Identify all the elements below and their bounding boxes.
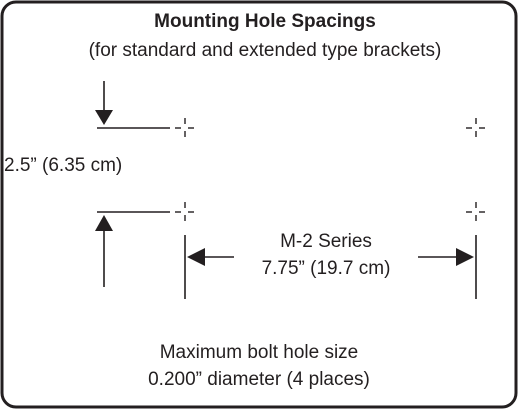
vertical-dimension-bottom [95, 211, 170, 287]
hole-mark-top-right [466, 118, 485, 137]
vertical-dimension-top [95, 81, 170, 129]
bolt-note-line-1: Maximum bolt hole size [160, 342, 359, 363]
right-arrow-head [456, 248, 474, 266]
hole-mark-top-left [175, 118, 194, 137]
diagram-subtitle: (for standard and extended type brackets… [89, 40, 442, 61]
bottom-arrow-head [95, 215, 113, 231]
horizontal-spacing-label: 7.75” (19.7 cm) [262, 258, 391, 279]
diagram-title: Mounting Hole Spacings [154, 11, 376, 32]
vertical-spacing-label: 2.5” (6.35 cm) [4, 155, 122, 176]
hole-mark-bottom-left [175, 202, 194, 221]
hole-mark-bottom-right [466, 202, 485, 221]
horizontal-dimension-left-arrow [187, 248, 234, 266]
bolt-note-line-2: 0.200” diameter (4 places) [148, 369, 370, 390]
series-label: M-2 Series [280, 231, 372, 252]
left-arrow-head [187, 248, 205, 266]
top-arrow-head [95, 110, 113, 125]
horizontal-dimension-right-arrow [418, 248, 474, 266]
